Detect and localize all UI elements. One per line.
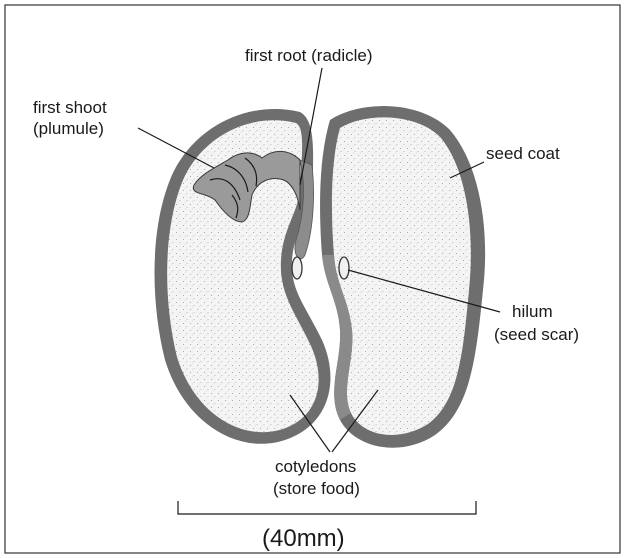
label-plumule-line1: first shoot: [33, 98, 107, 117]
label-cotyledons-line2: (store food): [273, 479, 360, 498]
label-hilum-line2: (seed scar): [494, 325, 579, 344]
label-radicle: first root (radicle): [245, 46, 373, 65]
label-hilum-line1: hilum: [512, 302, 553, 321]
label-cotyledons-line1: cotyledons: [275, 457, 356, 476]
right-cotyledon-flesh: [332, 117, 471, 435]
hilum-mark-right: [339, 257, 349, 279]
label-scale: (40mm): [262, 525, 345, 552]
hilum-mark-left: [292, 257, 302, 279]
label-plumule-line2: (plumule): [33, 119, 104, 138]
label-seed-coat: seed coat: [486, 144, 560, 163]
scale-bar: [178, 501, 476, 514]
